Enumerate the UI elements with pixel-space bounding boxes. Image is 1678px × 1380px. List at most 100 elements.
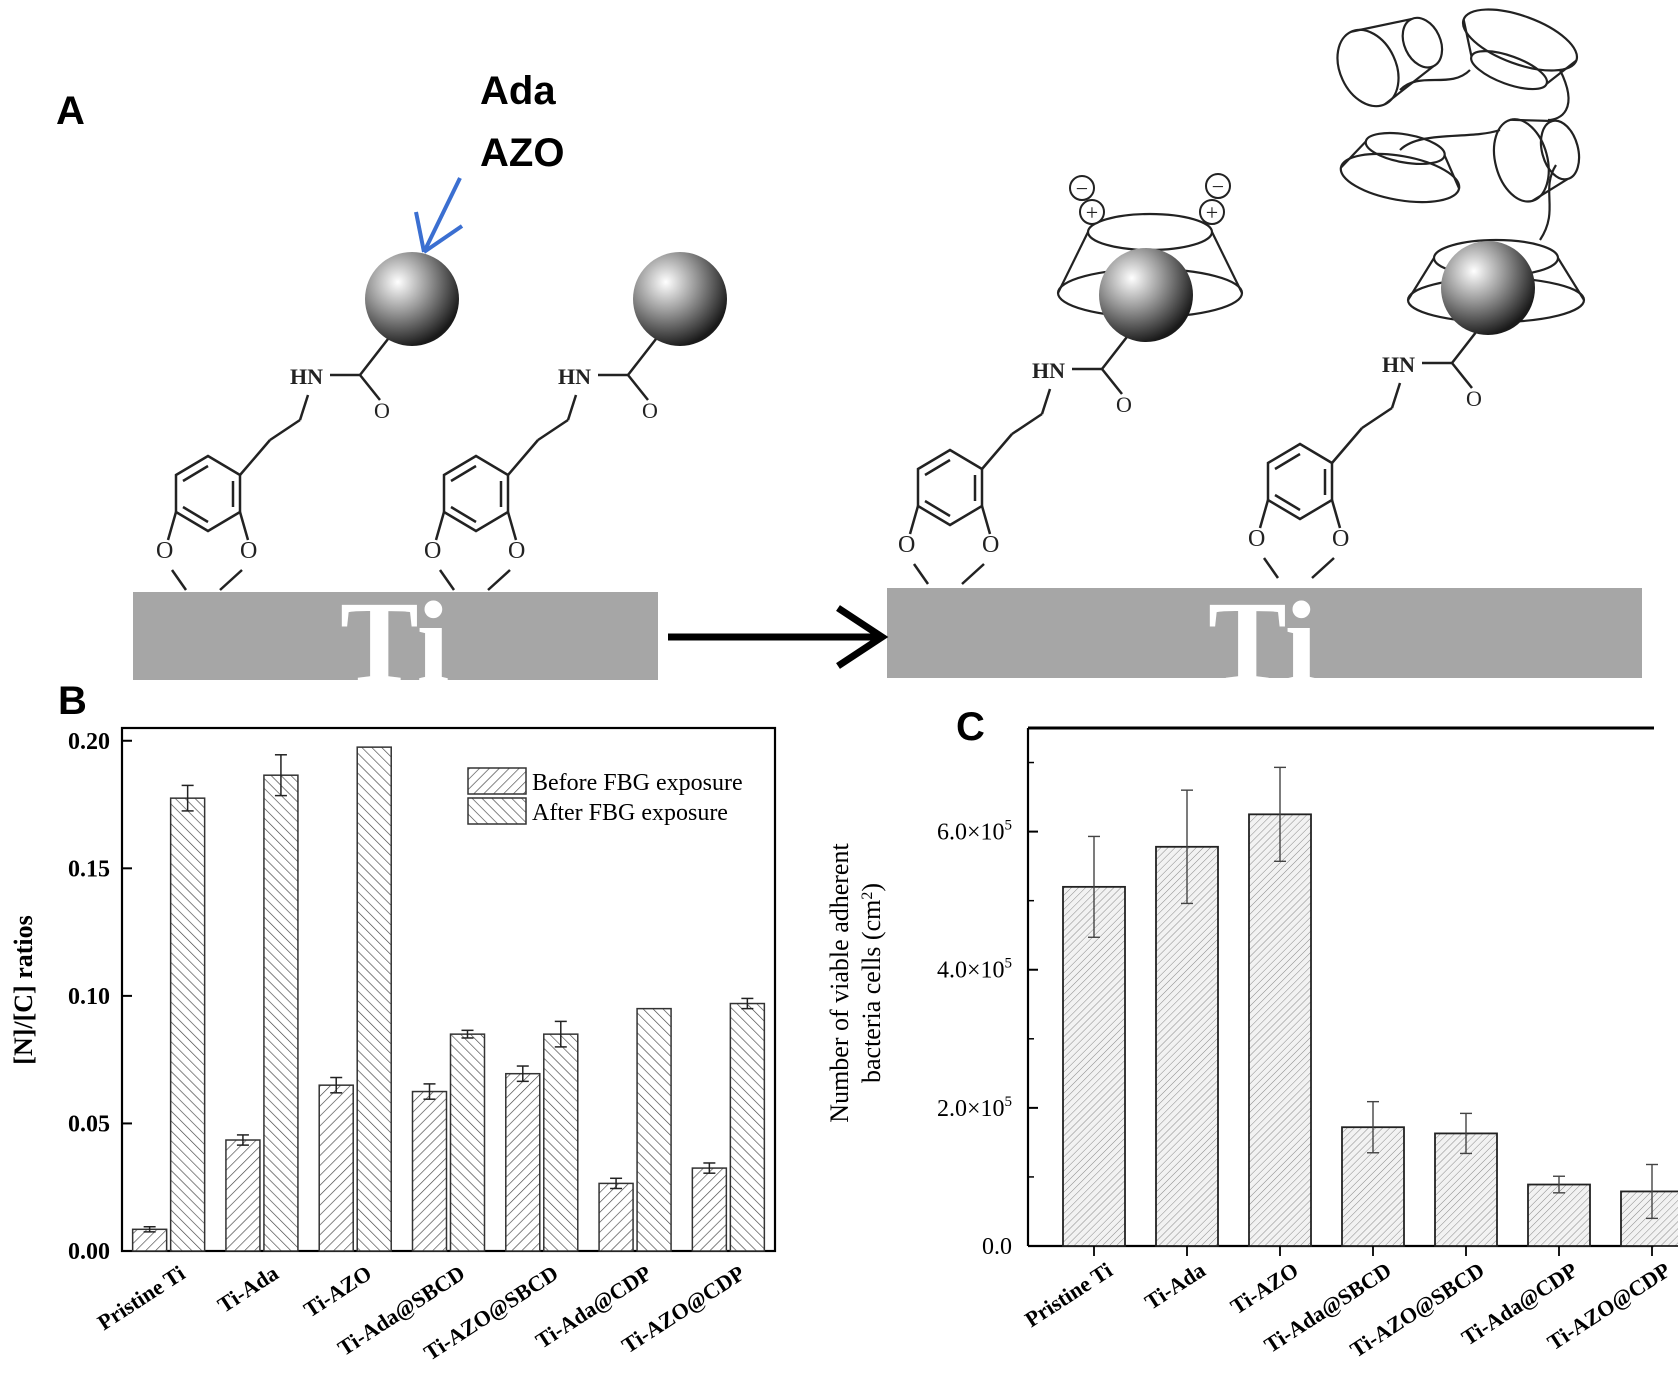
panel-b-letter: B [58,679,87,723]
error-bar [1367,1100,1379,1154]
error-bar [1088,835,1100,938]
o-label: O [240,538,257,564]
bar [1155,845,1219,1247]
panel-a-letter: A [56,89,85,133]
chart-c-bars [1062,766,1678,1247]
error-bar [741,997,754,1010]
o-label: O [642,398,658,423]
azo-label: AZO [480,131,564,175]
ytick-label: 0.00 [68,1239,110,1265]
legend-swatch-before [467,767,527,795]
dopamine-linker-1: O O HN O [156,329,396,591]
ytick-label: 0.20 [68,729,110,755]
plus-icon: + [1206,200,1218,225]
minus-icon: − [1076,176,1088,201]
dopamine-linker-4: O O HN O [1248,317,1488,579]
cyclodextrin-polymer [1336,8,1586,324]
error-bar [1460,1112,1472,1155]
ytick-label: 2.0×105 [937,1094,1012,1122]
o-label: O [1248,526,1265,552]
category-label: Ti-AZO [1226,1257,1303,1319]
panel-a-schematic: A Ada AZO Ti Ti [56,8,1642,708]
bar-after [356,746,392,1252]
category-label: Ti-Ada [213,1260,283,1317]
plus-icon: + [1086,200,1098,225]
error-bar [516,1065,529,1083]
pointer-arrow-icon [414,177,464,254]
error-bar [274,754,287,797]
o-label: O [898,532,915,558]
o-label: O [1466,386,1482,411]
bar-before [411,1090,448,1252]
panel-c-letter: C [956,705,985,749]
dopamine-linker-3: O O HN O [898,323,1138,585]
category-label: Pristine Ti [1020,1257,1116,1332]
guest-sphere-4 [1441,241,1535,335]
error-bar [1181,789,1193,905]
bar-before [598,1182,634,1252]
legend-swatch-after [467,797,527,825]
error-bar [1274,766,1286,862]
ytick-label: 0.05 [68,1111,110,1137]
bar-after [169,797,206,1252]
chart-b-legend: Before FBG exposure After FBG exposure [467,767,743,826]
bar-before [505,1072,541,1252]
chart-c-ylabel-line2: bacteria cells (cm2) [857,883,886,1083]
ti-substrate-right [887,588,1642,678]
hn-label: HN [290,364,323,389]
error-bar [143,1226,156,1233]
ytick-label: 0.15 [68,856,110,882]
hn-label: HN [1382,352,1415,377]
bar-after [543,1033,579,1252]
bar [1062,885,1126,1247]
ytick-label: 0.0 [982,1234,1012,1260]
o-label: O [374,398,390,423]
minus-icon: − [1212,174,1224,199]
error-bar [461,1029,474,1039]
ti-substrate-left [133,592,658,680]
chart-b-bars [131,746,766,1252]
error-bar [236,1134,249,1146]
guest-sphere-2 [633,252,727,346]
category-label: Pristine Ti [93,1260,189,1335]
o-label: O [1116,392,1132,417]
error-bar [1646,1163,1658,1220]
hn-label: HN [558,364,591,389]
bar [1248,813,1312,1247]
error-bar [1553,1175,1565,1194]
chart-c-ylabel-line1: Number of viable adherent [825,843,854,1123]
o-label: O [982,532,999,558]
error-bar [181,784,194,812]
ytick-label: 0.10 [68,984,110,1010]
error-bar [423,1083,436,1100]
error-bar [610,1177,623,1190]
hn-label: HN [1032,358,1065,383]
o-label: O [1332,526,1349,552]
error-bar [330,1076,343,1094]
bar-before [691,1167,728,1252]
ti-label-left: Ti [340,577,449,708]
guest-sphere-1 [365,252,459,346]
legend-label-after: After FBG exposure [532,800,728,826]
chart-b-ylabel: [N]/[C] ratios [9,915,38,1064]
bar-after [729,1002,766,1252]
chart-c: C Number of viable adherent bacteria cel… [825,705,1678,1362]
legend-label-before: Before FBG exposure [532,770,743,796]
bar [1527,1183,1591,1247]
category-label: Ti-Ada [1140,1257,1210,1314]
guest-sphere-3 [1099,248,1193,342]
error-bar [554,1020,567,1048]
charge-pair-right: − + [1199,173,1231,225]
category-label: Ti-AZO [299,1260,376,1322]
error-bar [703,1162,716,1174]
dopamine-linker-2: O O HN O [424,329,664,591]
bar-after [636,1007,672,1252]
ytick-label: 4.0×105 [937,956,1012,984]
bar-after [263,774,299,1252]
bar-before [318,1084,354,1252]
reaction-arrow-icon [668,605,889,669]
bar-before [225,1139,261,1252]
